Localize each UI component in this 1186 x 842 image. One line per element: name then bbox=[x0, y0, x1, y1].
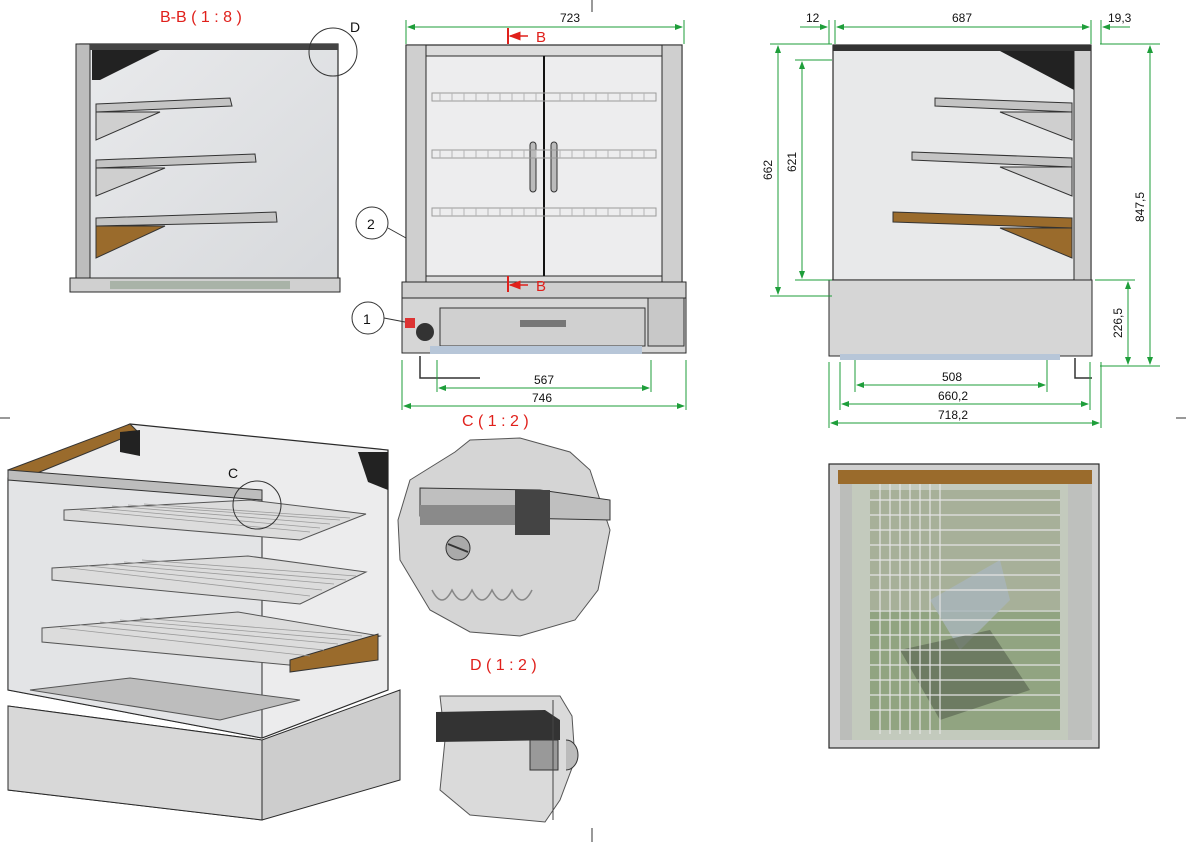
dim-508: 508 bbox=[942, 370, 962, 384]
detail-d-ref: D bbox=[350, 19, 360, 35]
detail-c-view: C ( 1 : 2 ) bbox=[397, 413, 611, 637]
section-mark-bottom: B bbox=[536, 278, 546, 295]
dim-660-2: 660,2 bbox=[938, 389, 968, 403]
dim-723: 723 bbox=[560, 11, 580, 25]
callout-1: 1 bbox=[363, 311, 371, 327]
callout-2: 2 bbox=[367, 216, 375, 232]
dim-226-5: 226,5 bbox=[1111, 308, 1125, 338]
rear-view-photo bbox=[828, 463, 1100, 749]
section-mark-top: B bbox=[536, 29, 546, 46]
dim-718-2: 718,2 bbox=[938, 408, 968, 422]
detail-c-ref: C bbox=[228, 465, 238, 481]
dim-662: 662 bbox=[761, 160, 775, 180]
section-bb-title: B-B ( 1 : 8 ) bbox=[160, 9, 242, 26]
dim-621: 621 bbox=[785, 152, 799, 172]
section-bb-view: B-B ( 1 : 8 ) D bbox=[69, 9, 360, 293]
front-view: B B 2 1 723 567 746 bbox=[351, 11, 687, 410]
dim-847-5: 847,5 bbox=[1133, 192, 1147, 222]
dim-19-3: 19,3 bbox=[1108, 11, 1132, 25]
detail-c-title: C ( 1 : 2 ) bbox=[462, 413, 529, 430]
detail-d-title: D ( 1 : 2 ) bbox=[470, 657, 537, 674]
dim-567: 567 bbox=[534, 373, 554, 387]
isometric-view: C bbox=[7, 423, 401, 821]
dim-687: 687 bbox=[952, 11, 972, 25]
side-view: 12 687 19,3 662 621 847,5 226,5 508 660,… bbox=[761, 11, 1160, 428]
dim-746: 746 bbox=[532, 391, 552, 405]
dim-12: 12 bbox=[806, 11, 820, 25]
detail-d-view: D ( 1 : 2 ) bbox=[436, 657, 579, 823]
